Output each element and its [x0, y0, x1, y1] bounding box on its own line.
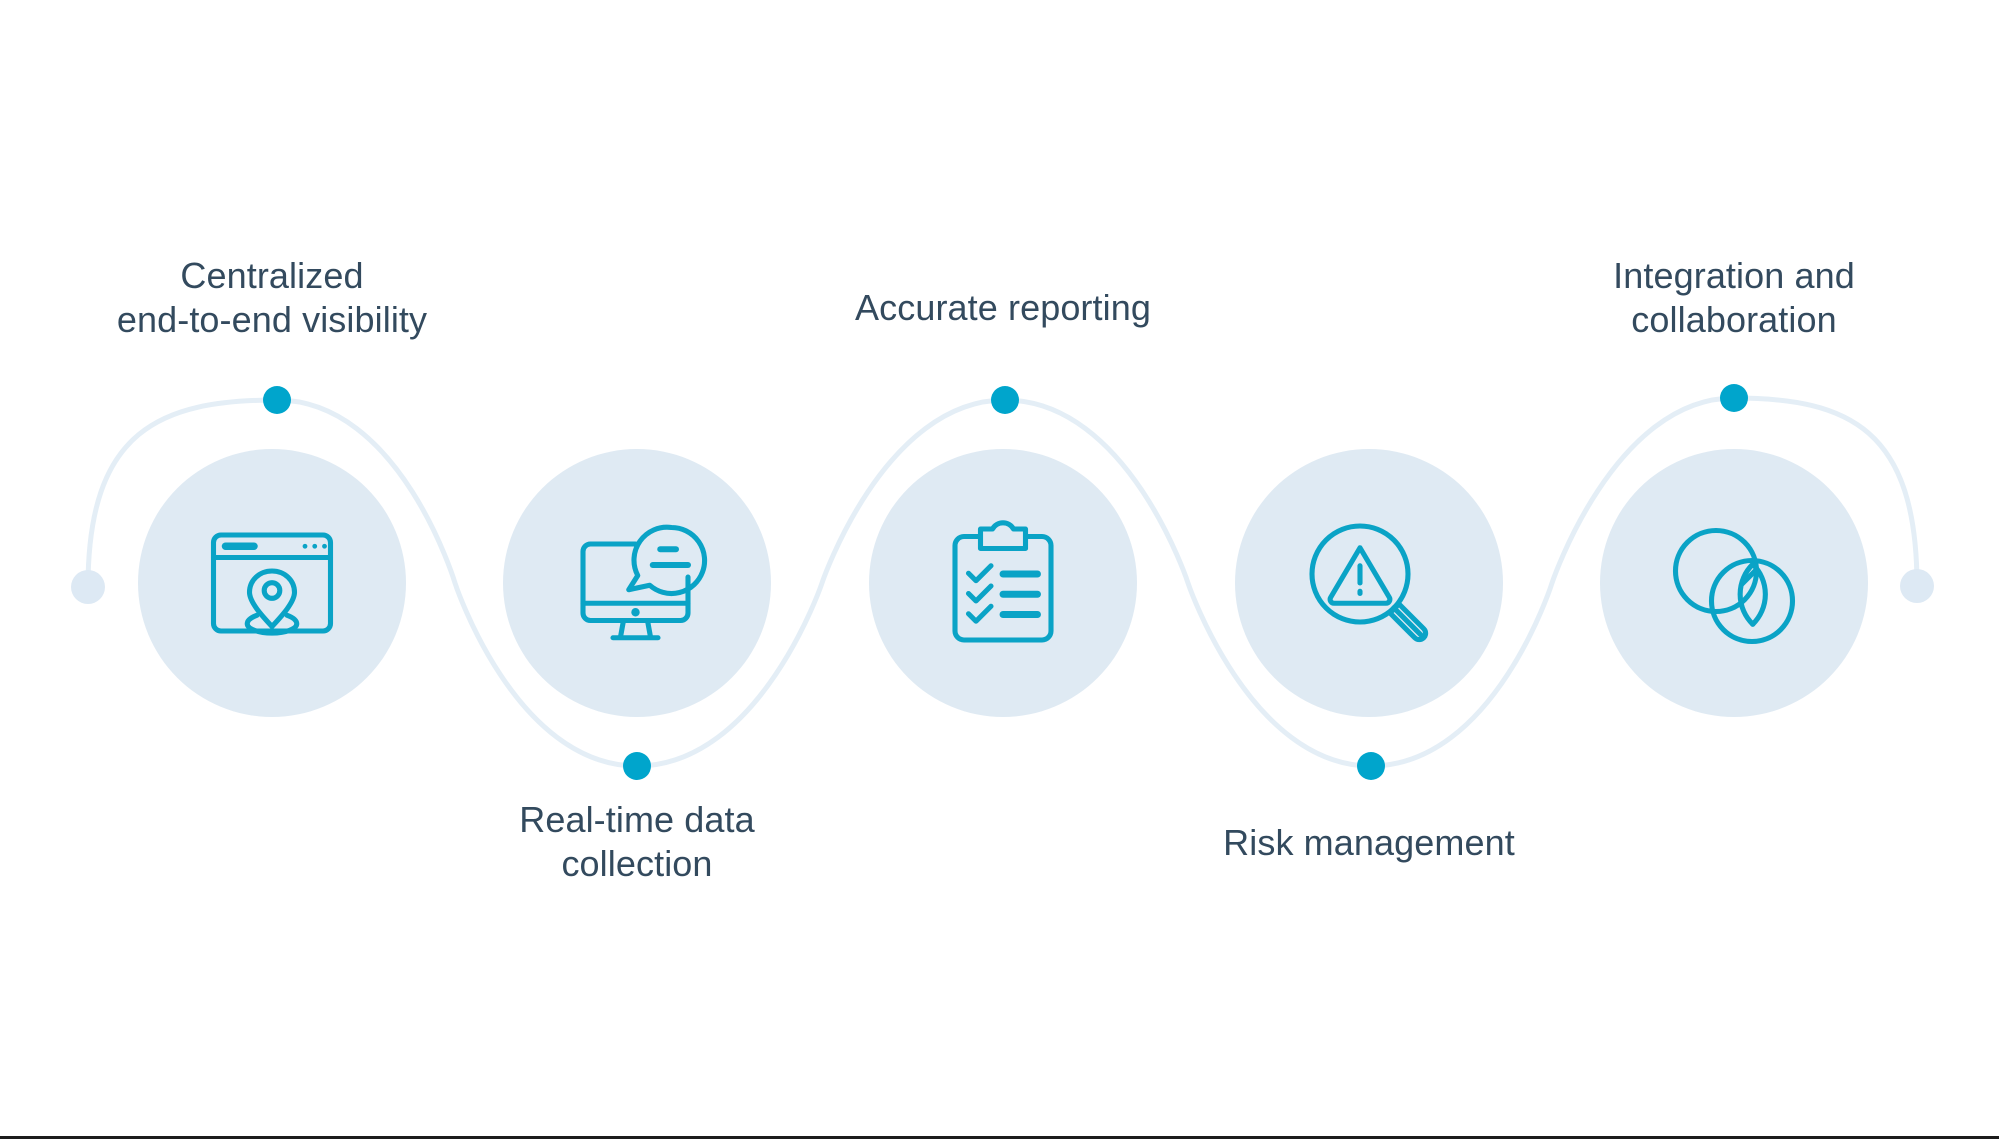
step-node-risk-management[interactable]: [1235, 449, 1503, 717]
step-node-real-time-data-collection[interactable]: [503, 449, 771, 717]
step-dot-4: [1357, 752, 1385, 780]
step-label-accurate-reporting: Accurate reporting: [855, 287, 1151, 328]
step-label-real-time-data-collection: Real-time data collection: [519, 799, 755, 884]
magnifier-warning-icon: [1309, 523, 1429, 643]
step-label-risk-management: Risk management: [1223, 822, 1515, 863]
step-dot-5: [1720, 384, 1748, 412]
step-dot-3: [991, 386, 1019, 414]
step-dot-1: [263, 386, 291, 414]
venn-overlap-icon: [1672, 527, 1796, 645]
clipboard-checklist-icon: [952, 520, 1054, 643]
step-node-integration-collaboration[interactable]: [1600, 449, 1868, 717]
step-dot-2: [623, 752, 651, 780]
bottom-divider: [0, 1136, 1999, 1139]
browser-location-pin-icon: [210, 532, 334, 636]
wave-start-dot: [71, 570, 105, 604]
step-label-integration-collaboration: Integration and collaboration: [1613, 255, 1855, 340]
step-label-centralized-visibility: Centralized end-to-end visibility: [116, 255, 428, 340]
step-node-centralized-visibility[interactable]: [138, 449, 406, 717]
step-node-accurate-reporting[interactable]: [869, 449, 1137, 717]
monitor-speech-bubble-icon: [580, 524, 708, 641]
wave-end-dot: [1900, 569, 1934, 603]
